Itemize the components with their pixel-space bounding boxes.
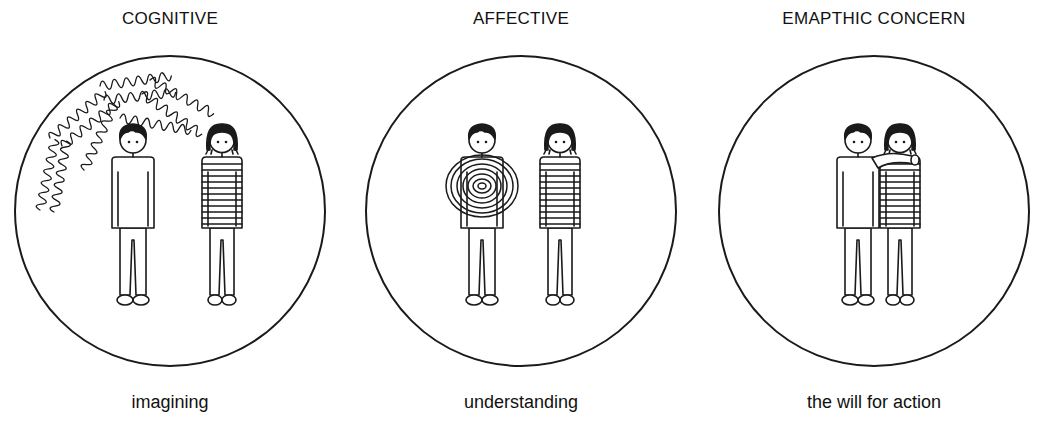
circle-caption: understanding [461, 391, 581, 413]
boy-figure [837, 124, 879, 305]
girl-figure [202, 124, 242, 305]
girl-figure [880, 124, 920, 305]
arm-on-shoulder [872, 153, 919, 168]
circle-outline [719, 56, 1029, 366]
boy-figure [112, 124, 154, 305]
circle-outline [714, 2, 1034, 420]
circle-heading: COGNITIVE [119, 8, 221, 29]
empathy-circle: COGNITIVE imagining [10, 2, 330, 420]
circle-heading: AFFECTIVE [470, 8, 572, 29]
empathy-circle: AFFECTIVE understanding [361, 2, 681, 420]
circle-caption: imagining [128, 391, 211, 413]
circle-outline [10, 2, 330, 420]
girl-figure [540, 124, 580, 305]
circle-caption: the will for action [804, 391, 944, 413]
circle-outline [366, 56, 676, 366]
circle-outline [15, 56, 325, 366]
circle-heading: EMAPTHIC CONCERN [779, 8, 968, 29]
circle-outline [361, 2, 681, 420]
empathy-circle: EMAPTHIC CONCERN the will for action [714, 2, 1034, 420]
feeling-rings [446, 155, 518, 217]
